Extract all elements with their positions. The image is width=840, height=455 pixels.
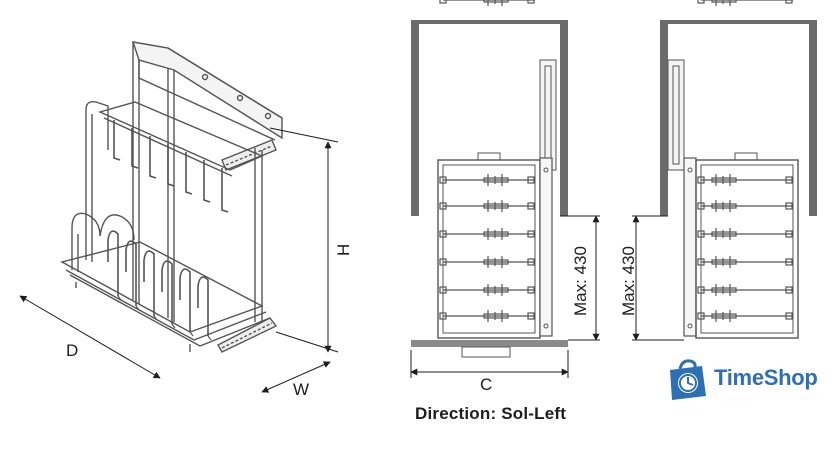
label-max-left: Max: 430 xyxy=(571,246,590,316)
brand-name: TimeShop xyxy=(714,365,818,390)
hanger-rows-right xyxy=(697,173,794,323)
label-depth: D xyxy=(66,341,78,360)
isometric-pullout-unit xyxy=(60,41,283,353)
label-max-right: Max: 430 xyxy=(619,246,638,316)
direction-caption: Direction: Sol-Left xyxy=(415,404,567,423)
front-view-left xyxy=(410,0,600,378)
front-view-right xyxy=(632,0,817,341)
dimension-lines-iso xyxy=(19,127,339,393)
label-width: W xyxy=(293,380,309,399)
label-clearance: C xyxy=(480,375,492,394)
clock-bag-icon xyxy=(670,359,706,400)
brand-logo: TimeShop xyxy=(662,356,832,402)
hanger-rows-left xyxy=(439,173,536,323)
label-height: H xyxy=(334,244,353,256)
